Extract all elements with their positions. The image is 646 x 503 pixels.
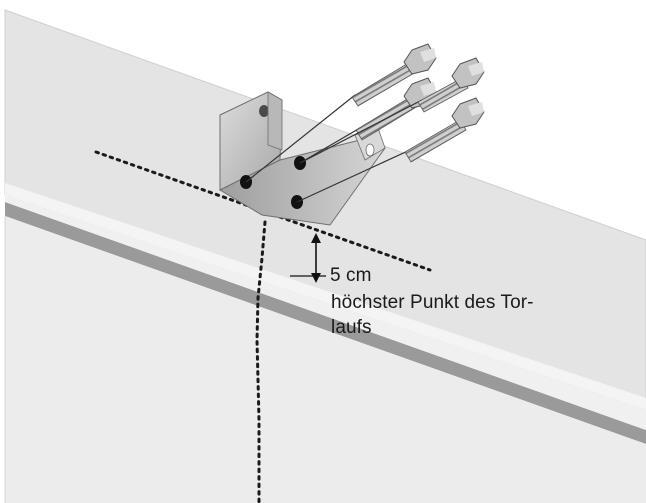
horizontal-guide-line [94, 150, 432, 272]
wall-surface [5, 216, 646, 503]
vertical-guide-line [255, 220, 267, 503]
description-label-line1: höchster Punkt des Tor- [331, 292, 534, 313]
screw-icon [245, 43, 485, 203]
rail-stripe [5, 202, 646, 444]
lintel-front-edge [5, 183, 646, 410]
rail-stripe-highlight [5, 195, 646, 430]
description-label-line2: laufs [331, 317, 372, 338]
distance-label: 5 cm [330, 265, 372, 286]
